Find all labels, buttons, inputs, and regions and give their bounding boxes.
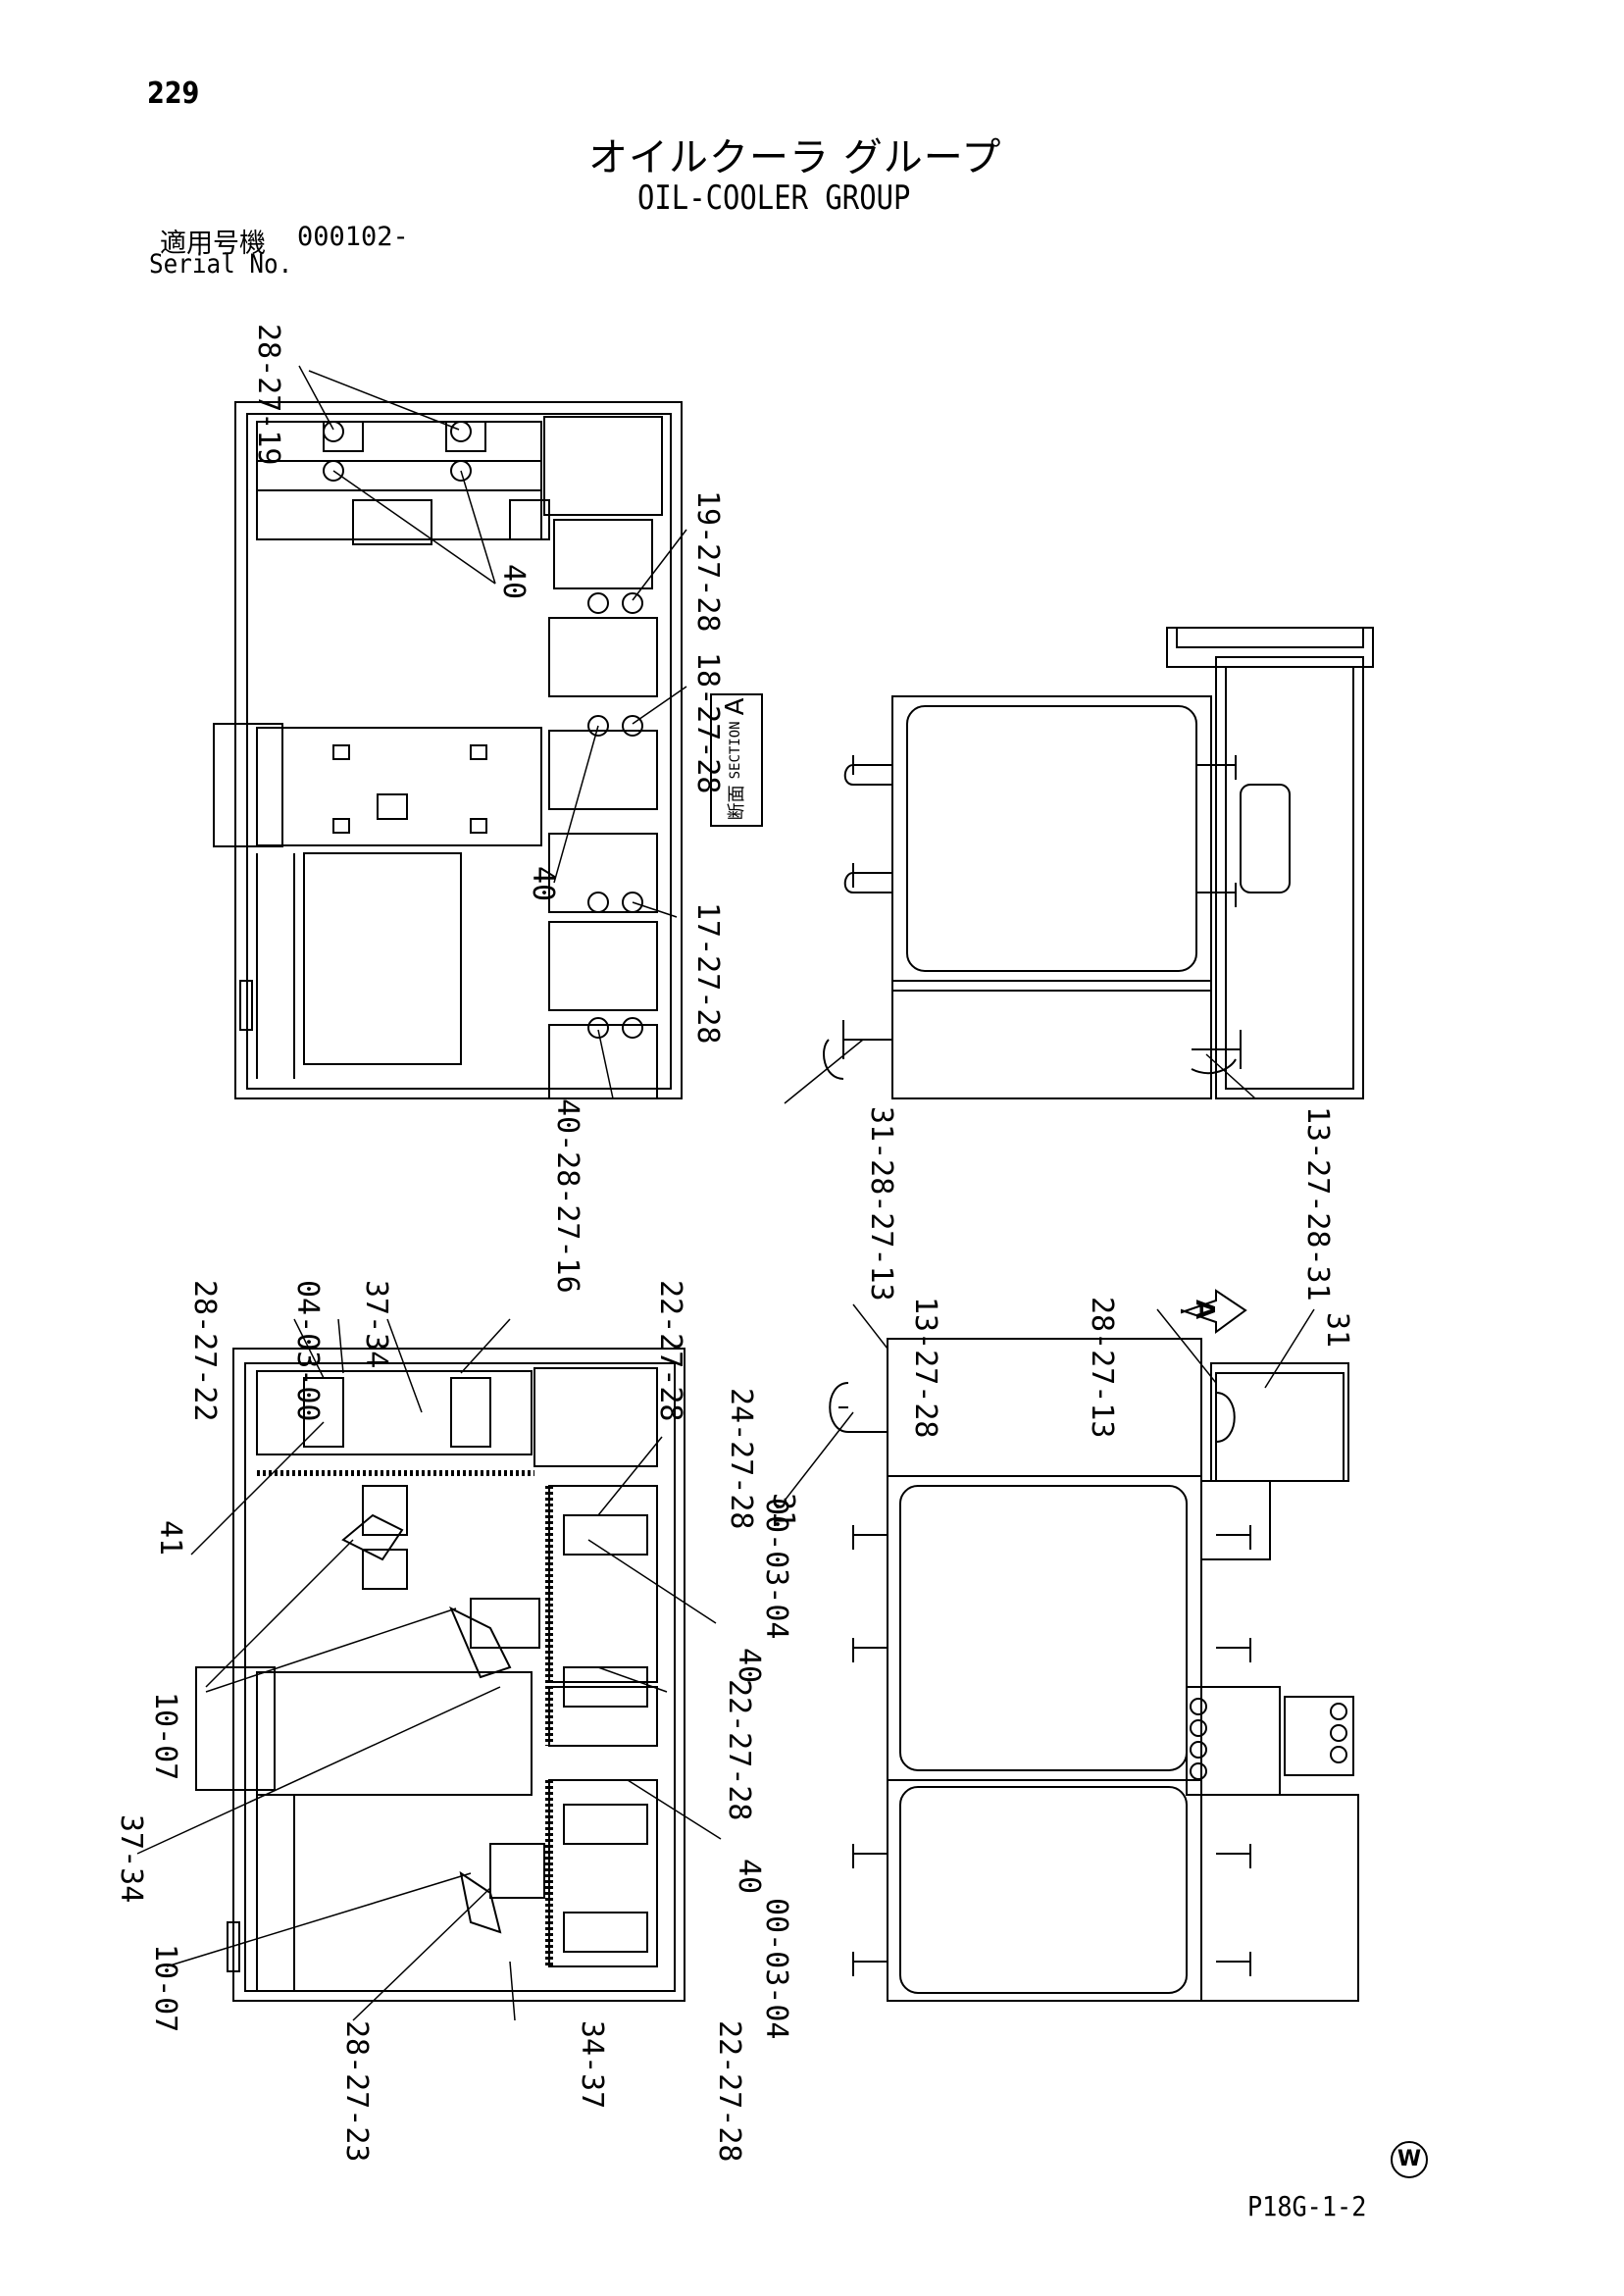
serial-label-english: Serial No. — [149, 249, 293, 280]
callout-label: 04-03-00 — [290, 1280, 325, 1422]
callout-label: 28-27-22 — [187, 1280, 222, 1422]
callout-label: 19-27-28 — [690, 490, 725, 633]
callout-label: 31 — [766, 1493, 800, 1529]
top-left-view-frame — [213, 401, 683, 1099]
callout-label: 28-27-13 — [1085, 1297, 1119, 1439]
callout-label: 22-27-28 — [712, 2020, 746, 2163]
callout-label: 37-34 — [114, 1814, 148, 1904]
callout-label: 28-27-23 — [339, 2020, 374, 2163]
callout-label: 40 — [496, 564, 531, 600]
callout-label: 31 — [1320, 1312, 1354, 1349]
section-label-japanese: 断面 — [727, 785, 747, 821]
serial-number-value: 000102- — [297, 222, 409, 252]
section-label-english: SECTION — [728, 721, 743, 780]
callout-label: 41 — [153, 1520, 187, 1556]
callout-label: 40-28-27-16 — [550, 1098, 584, 1294]
bottom-left-view-frame — [195, 1348, 685, 2002]
callout-label: 31-28-27-13 — [864, 1106, 898, 1301]
callout-label: 17-27-28 — [690, 902, 725, 1045]
drawing-code: P18G-1-2 — [1247, 2190, 1367, 2222]
watermark-w-mark: W — [1391, 2141, 1428, 2178]
callout-label: 10-07 — [148, 1692, 182, 1781]
callout-label: 13-27-28 — [908, 1297, 942, 1439]
callout-label: 10-07 — [148, 1944, 182, 2033]
serial-label-japanese: 適用号機 — [160, 229, 266, 259]
callout-label: 34-37 — [575, 2020, 609, 2110]
callout-label: 40 — [526, 866, 560, 902]
callout-label: 13-27-28-31 — [1300, 1106, 1335, 1301]
section-label-letter: A — [721, 697, 750, 716]
section-a-label-box: 断面 SECTION A — [710, 693, 763, 827]
callout-label: 22-27-28 — [653, 1280, 687, 1422]
page-title-english: OIL-COOLER GROUP — [637, 179, 911, 218]
section-a-view — [823, 627, 1374, 1099]
callout-label: 00-03-04 — [759, 1898, 793, 2040]
leader-lines — [136, 365, 1315, 2021]
view-arrow-letter: A — [1190, 1299, 1220, 1320]
callout-label: 37-34 — [359, 1280, 393, 1369]
callout-label: 18-27-28 — [690, 652, 725, 794]
callout-label: 28-27-19 — [251, 324, 285, 466]
bottom-right-view — [829, 1289, 1359, 2002]
page-title-japanese: オイルクーラ グループ — [588, 135, 1002, 180]
page-number: 229 — [147, 77, 200, 111]
callout-label: 24-27-28 — [724, 1388, 758, 1530]
callout-label: 22-27-28 — [722, 1679, 756, 1821]
